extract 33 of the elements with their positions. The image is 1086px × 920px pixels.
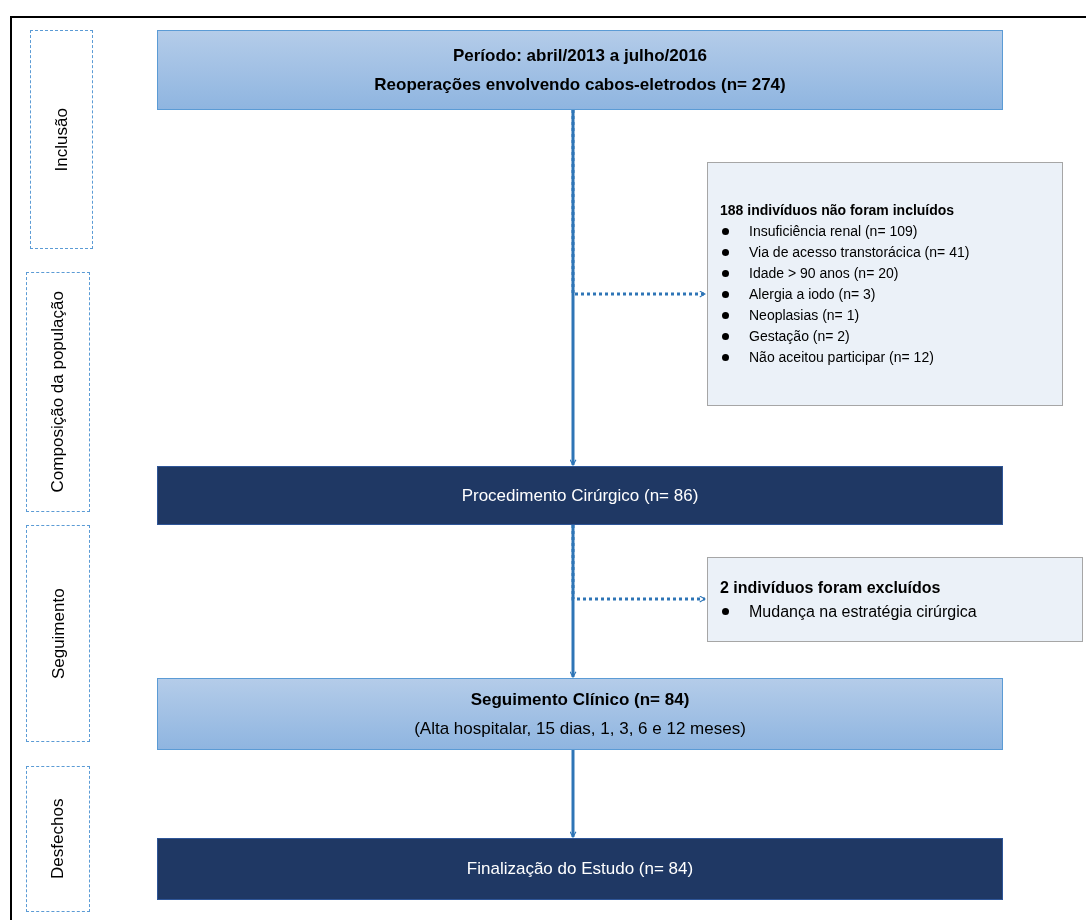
box-heading: Período: abril/2013 a julho/2016 — [452, 44, 708, 66]
list-item: Idade > 90 anos (n= 20) — [749, 264, 899, 283]
stage-label: Seguimento — [47, 588, 69, 679]
arrow — [569, 750, 577, 838]
stage-label: Composição da população — [47, 291, 69, 493]
exclusion-box — [707, 162, 1063, 406]
box-text: (Alta hospitalar, 15 dias, 1, 3, 6 e 12 meses) — [414, 718, 746, 740]
arrow — [569, 110, 577, 466]
stage-label-box — [26, 272, 90, 512]
arrow — [569, 525, 577, 678]
box-text: Reoperações envolvendo cabos-eletrodos (n= 274) — [374, 74, 786, 96]
list-item: Mudança na estratégia cirúrgica — [749, 601, 977, 622]
process-box — [157, 30, 1003, 110]
box-heading: Seguimento Clínico (n= 84) — [470, 688, 690, 710]
box-heading: 188 indivíduos não foram incluídos — [720, 201, 956, 220]
list-item: Via de acesso transtorácica (n= 41) — [749, 243, 970, 262]
process-box — [157, 466, 1003, 525]
list-item: Insuficiência renal (n= 109) — [749, 222, 918, 241]
list-item: Não aceitou participar (n= 12) — [749, 348, 934, 367]
stage-label-box — [26, 766, 90, 912]
box-heading: Finalização do Estudo (n= 84) — [466, 858, 694, 881]
stage-label: Inclusão — [50, 107, 72, 172]
list-item: Alergia a iodo (n= 3) — [749, 285, 876, 304]
process-box — [157, 678, 1003, 750]
box-heading: 2 indivíduos foram excluídos — [720, 577, 942, 598]
list-item: Neoplasias (n= 1) — [749, 306, 860, 325]
list-item: Gestação (n= 2) — [749, 327, 850, 346]
stage-label: Desfechos — [47, 798, 69, 880]
stage-label-box — [26, 525, 90, 742]
exclusion-box — [707, 557, 1083, 642]
process-box — [157, 838, 1003, 900]
stage-label-box — [30, 30, 93, 249]
box-heading: Procedimento Cirúrgico (n= 86) — [461, 484, 699, 507]
